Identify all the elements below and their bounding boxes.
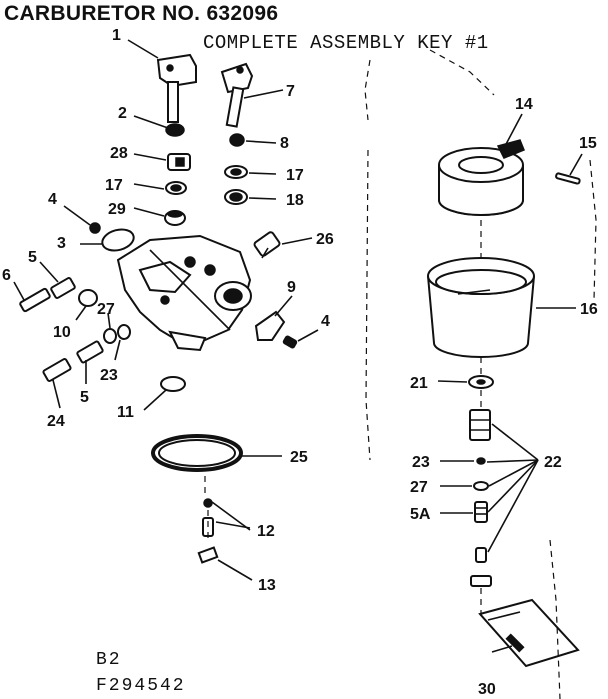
leader-lines-left (13, 39, 319, 581)
part-26-fitting (253, 231, 281, 259)
label-4-lower: 4 (321, 313, 330, 330)
part-30-gasket-kit (478, 598, 580, 668)
label-13: 13 (258, 577, 276, 594)
label-1: 1 (112, 27, 121, 44)
part-17-washer-right (224, 165, 248, 179)
part-16-float-bowl (427, 257, 535, 358)
part-1-throttle-bracket (156, 53, 197, 123)
footer-part-number: F294542 (96, 676, 186, 696)
part-7-choke-bracket (220, 62, 254, 128)
label-30: 30 (478, 681, 496, 698)
part-27-oring-left (103, 328, 117, 344)
footer-code-b2: B2 (96, 650, 122, 670)
label-16: 16 (580, 301, 598, 318)
part-23-washer-right (476, 457, 486, 465)
label-5-upper: 5 (28, 249, 37, 266)
diagram-subtitle: COMPLETE ASSEMBLY KEY #1 (203, 32, 489, 54)
part-5-spring-lower (76, 340, 104, 364)
diagram-title: CARBURETOR NO. 632096 (4, 2, 279, 25)
part-4-screw-top (89, 222, 101, 234)
part-4-screw-lower (282, 335, 298, 349)
label-23-right: 23 (412, 454, 430, 471)
label-21: 21 (410, 375, 428, 392)
part-5-spring-upper (50, 277, 76, 299)
part-25-gasket (151, 434, 243, 472)
part-10-washer (78, 289, 98, 307)
part-13-clip (197, 546, 219, 564)
part-17-washer-left (165, 181, 187, 195)
part-11-plug (160, 376, 186, 392)
label-27-left: 27 (97, 301, 115, 318)
label-9: 9 (287, 279, 296, 296)
part-2-spring (165, 123, 185, 137)
part-22-main-jet (470, 547, 492, 587)
part-15-pin (555, 172, 581, 185)
label-28: 28 (110, 145, 128, 162)
label-23-left: 23 (100, 367, 118, 384)
label-24: 24 (47, 413, 65, 430)
label-3: 3 (57, 235, 66, 252)
carburetor-body (116, 234, 252, 352)
label-15: 15 (579, 135, 597, 152)
label-29: 29 (108, 201, 126, 218)
label-2: 2 (118, 105, 127, 122)
label-22: 22 (544, 454, 562, 471)
label-7: 7 (286, 83, 295, 100)
label-27-right: 27 (410, 479, 428, 496)
label-17-right: 17 (286, 167, 304, 184)
label-8: 8 (280, 135, 289, 152)
part-8-seal (229, 133, 245, 147)
part-6-needle (19, 287, 51, 313)
label-4-top: 4 (48, 191, 57, 208)
label-18: 18 (286, 192, 304, 209)
part-5A-spring (474, 501, 488, 523)
part-27-oring-right (473, 481, 489, 491)
label-25: 25 (290, 449, 308, 466)
label-12: 12 (257, 523, 275, 540)
label-10: 10 (53, 324, 71, 341)
part-29-bushing (164, 210, 186, 226)
part-labels: 1 2 3 4 4 5 5 6 7 8 9 10 11 12 13 14 15 … (2, 27, 598, 698)
label-17-left: 17 (105, 177, 123, 194)
part-12-needle-valve (202, 498, 214, 537)
part-3-disk (101, 228, 135, 252)
part-28-shaft (167, 153, 191, 171)
label-14: 14 (515, 96, 533, 113)
label-5A: 5A (410, 506, 431, 523)
part-22-bowl-nut (469, 409, 491, 441)
part-24-needle (42, 358, 72, 382)
part-14-float (438, 139, 525, 216)
label-26: 26 (316, 231, 334, 248)
part-18-seal (224, 189, 248, 205)
label-6: 6 (2, 267, 11, 284)
part-23-washer-left (117, 324, 131, 340)
leader-lines-right (364, 49, 597, 699)
part-9-plate (254, 310, 286, 341)
part-21-gasket (468, 375, 494, 389)
label-11: 11 (117, 404, 134, 421)
label-5-lower: 5 (80, 389, 89, 406)
